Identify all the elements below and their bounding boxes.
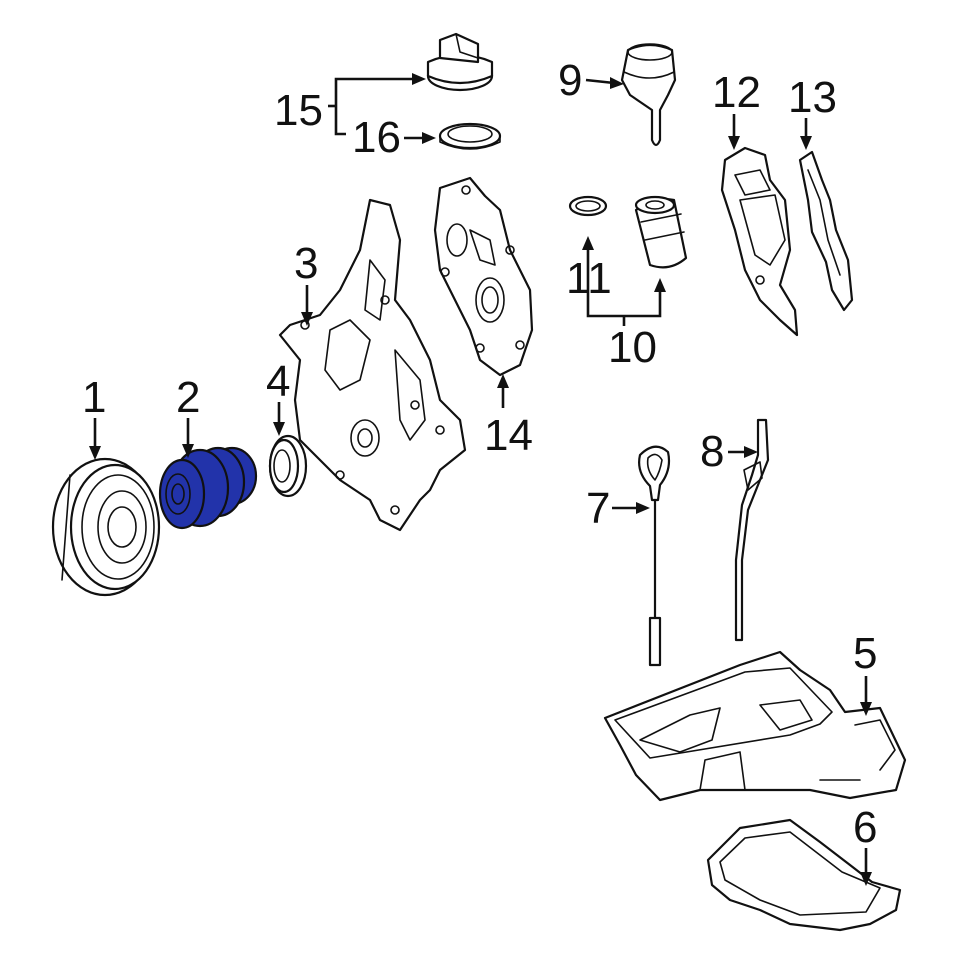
leader-lines	[89, 73, 872, 886]
part-5-oil-pan[interactable]	[603, 650, 907, 802]
part-13-gasket[interactable]	[798, 150, 854, 312]
part-7-dipstick[interactable]	[638, 445, 671, 667]
callout-9: 9	[558, 56, 582, 105]
callout-4: 4	[266, 357, 290, 406]
part-14-cover-plate[interactable]	[433, 176, 534, 377]
callout-12: 12	[712, 68, 761, 117]
part-8-dipstick-tube[interactable]	[734, 418, 770, 642]
callout-2: 2	[176, 373, 200, 422]
callout-3: 3	[294, 239, 318, 288]
part-4-seal[interactable]	[268, 434, 308, 498]
callout-13: 13	[788, 73, 837, 122]
part-15-oil-cap[interactable]	[426, 32, 494, 92]
part-3-timing-cover[interactable]	[278, 198, 467, 532]
callout-1: 1	[82, 373, 106, 422]
callout-15: 15	[274, 86, 323, 135]
part-6-baffle[interactable]	[706, 818, 902, 932]
callout-6: 6	[853, 803, 877, 852]
part-2-damper[interactable]	[158, 446, 258, 530]
part-16-seal[interactable]	[438, 122, 502, 150]
callout-10: 10	[608, 323, 657, 372]
part-1-pulley[interactable]	[51, 457, 161, 597]
callout-labels: 1 2 3 4 5 6 7 8 9 10 11 12 13 14 15 16	[82, 56, 877, 852]
part-10-filter-element[interactable]	[634, 195, 688, 269]
callout-7: 7	[586, 484, 610, 533]
callout-8: 8	[700, 427, 724, 476]
callout-16: 16	[352, 113, 401, 162]
callout-14: 14	[484, 411, 533, 460]
part-12-filter-housing[interactable]	[720, 146, 799, 337]
callout-5: 5	[853, 629, 877, 678]
part-9-filter-cap[interactable]	[620, 43, 677, 147]
part-11-o-ring[interactable]	[568, 195, 608, 217]
callout-11: 11	[566, 254, 612, 303]
